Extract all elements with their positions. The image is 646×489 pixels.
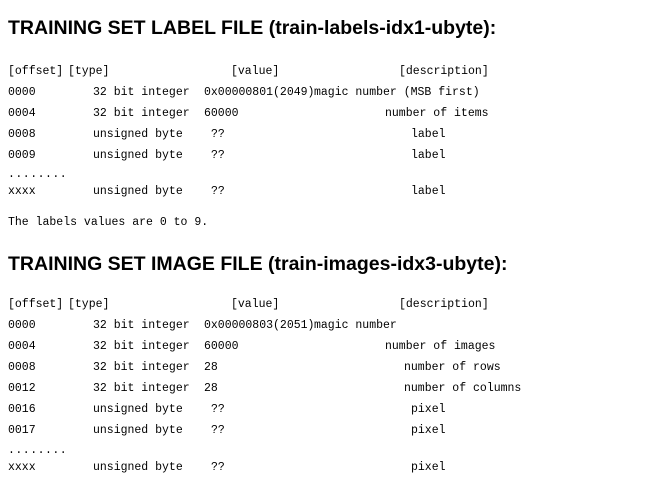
row-offset: 0004 xyxy=(8,107,36,120)
row-offset: 0000 xyxy=(8,86,36,99)
ellipsis: ........ xyxy=(8,444,68,457)
row-offset: 0008 xyxy=(8,361,36,374)
row-value: 28 xyxy=(204,382,218,395)
row-type: 32 bit integer xyxy=(93,382,190,395)
row-value: ?? xyxy=(211,185,225,198)
row-type: unsigned byte xyxy=(93,149,183,162)
header-offset: [offset] xyxy=(8,65,64,78)
row-description: pixel xyxy=(411,424,446,437)
row-offset: xxxx xyxy=(8,461,36,474)
row-value: ?? xyxy=(211,149,225,162)
row-description: magic number (MSB first) xyxy=(314,86,480,99)
row-value: ?? xyxy=(211,424,225,437)
row-type: 32 bit integer xyxy=(93,107,190,120)
header-description: [description] xyxy=(399,298,489,311)
row-offset: 0008 xyxy=(8,128,36,141)
row-type: unsigned byte xyxy=(93,403,183,416)
row-value: 60000 xyxy=(204,340,239,353)
row-type: unsigned byte xyxy=(93,128,183,141)
row-value: 60000 xyxy=(204,107,239,120)
row-description: number of items xyxy=(385,107,489,120)
row-type: 32 bit integer xyxy=(93,86,190,99)
row-type: 32 bit integer xyxy=(93,319,190,332)
row-description: pixel xyxy=(411,403,446,416)
labels-note: The labels values are 0 to 9. xyxy=(8,216,209,229)
row-description: number of columns xyxy=(404,382,522,395)
header-type: [type] xyxy=(68,65,110,78)
row-description: label xyxy=(411,149,446,162)
row-description: number of images xyxy=(385,340,496,353)
row-offset: 0012 xyxy=(8,382,36,395)
row-offset: 0004 xyxy=(8,340,36,353)
row-type: 32 bit integer xyxy=(93,361,190,374)
row-offset: 0016 xyxy=(8,403,36,416)
image-file-heading: TRAINING SET IMAGE FILE (train-images-id… xyxy=(8,253,508,275)
row-value: 0x00000801(2049) xyxy=(204,86,315,99)
row-offset: 0000 xyxy=(8,319,36,332)
row-description: pixel xyxy=(411,461,446,474)
row-value: ?? xyxy=(211,461,225,474)
header-type: [type] xyxy=(68,298,110,311)
row-value: 28 xyxy=(204,361,218,374)
row-offset: 0009 xyxy=(8,149,36,162)
row-value: ?? xyxy=(211,403,225,416)
row-description: magic number xyxy=(314,319,397,332)
header-value: [value] xyxy=(231,298,280,311)
row-value: 0x00000803(2051) xyxy=(204,319,315,332)
row-offset: xxxx xyxy=(8,185,36,198)
row-description: number of rows xyxy=(404,361,501,374)
header-description: [description] xyxy=(399,65,489,78)
label-file-heading: TRAINING SET LABEL FILE (train-labels-id… xyxy=(8,17,497,39)
row-description: label xyxy=(411,185,446,198)
header-offset: [offset] xyxy=(8,298,64,311)
row-type: unsigned byte xyxy=(93,185,183,198)
header-value: [value] xyxy=(231,65,280,78)
row-offset: 0017 xyxy=(8,424,36,437)
row-type: 32 bit integer xyxy=(93,340,190,353)
row-type: unsigned byte xyxy=(93,461,183,474)
ellipsis: ........ xyxy=(8,168,68,181)
row-description: label xyxy=(411,128,446,141)
row-value: ?? xyxy=(211,128,225,141)
row-type: unsigned byte xyxy=(93,424,183,437)
